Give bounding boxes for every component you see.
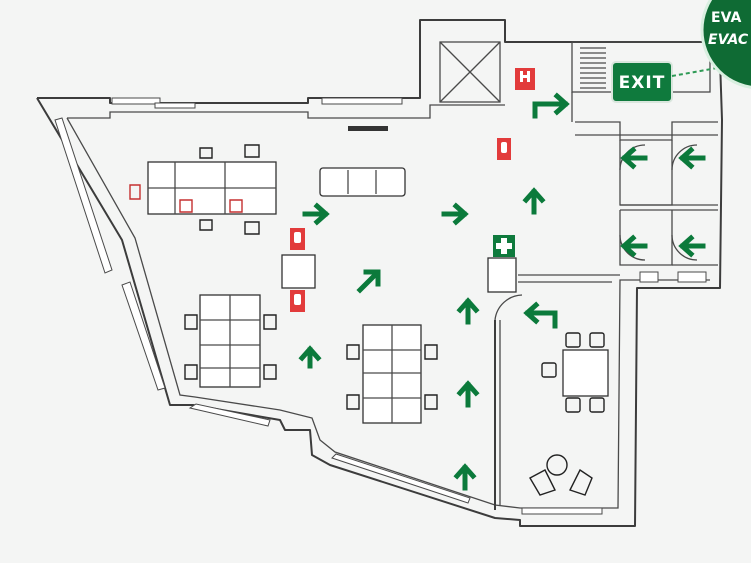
sofa: [319, 167, 406, 197]
evacuation-arrow-icon: [522, 187, 546, 215]
windows: [54, 97, 707, 515]
lounge-chairs: [529, 454, 593, 496]
evacuation-arrows: [298, 92, 706, 491]
evacuation-arrow-icon: [678, 234, 706, 258]
meeting-table: [562, 349, 609, 397]
fire-extinguisher-icon: [290, 228, 305, 250]
fire-extinguisher-icon: [497, 138, 511, 160]
evac-badge: EVA EVAC: [700, 0, 751, 89]
pillar: [281, 254, 316, 289]
evacuation-arrow-icon: [456, 297, 480, 325]
meeting-room: [494, 274, 620, 510]
wall-tv: [348, 126, 388, 131]
desk-cluster-1: [129, 144, 277, 235]
evac-badge-line2: EVAC: [708, 32, 749, 48]
evacuation-arrow-icon: [620, 146, 648, 170]
exit-sign-label: EXIT: [619, 73, 666, 93]
evacuation-arrow-icon: [453, 463, 477, 491]
evacuation-arrow-icon: [523, 301, 558, 329]
fire-hose-icon: [515, 68, 535, 90]
desk-cluster-3: [346, 324, 438, 424]
evacuation-arrow-icon: [298, 345, 322, 369]
reception-desk: [487, 257, 517, 293]
evacuation-arrow-icon: [620, 234, 648, 258]
lift-shaft: [439, 41, 501, 103]
evacuation-arrow-icon: [678, 146, 706, 170]
evacuation-arrow-icon: [532, 92, 570, 119]
fire-extinguisher-icon: [290, 290, 305, 312]
desk-cluster-2: [184, 294, 277, 388]
evac-badge-line1: EVA: [711, 10, 741, 26]
first-aid-icon: [493, 235, 515, 257]
evacuation-arrow-icon: [441, 202, 469, 226]
evacuation-arrow-icon: [456, 380, 480, 408]
evacuation-arrow-icon: [356, 269, 381, 294]
evacuation-arrow-icon: [302, 202, 330, 226]
